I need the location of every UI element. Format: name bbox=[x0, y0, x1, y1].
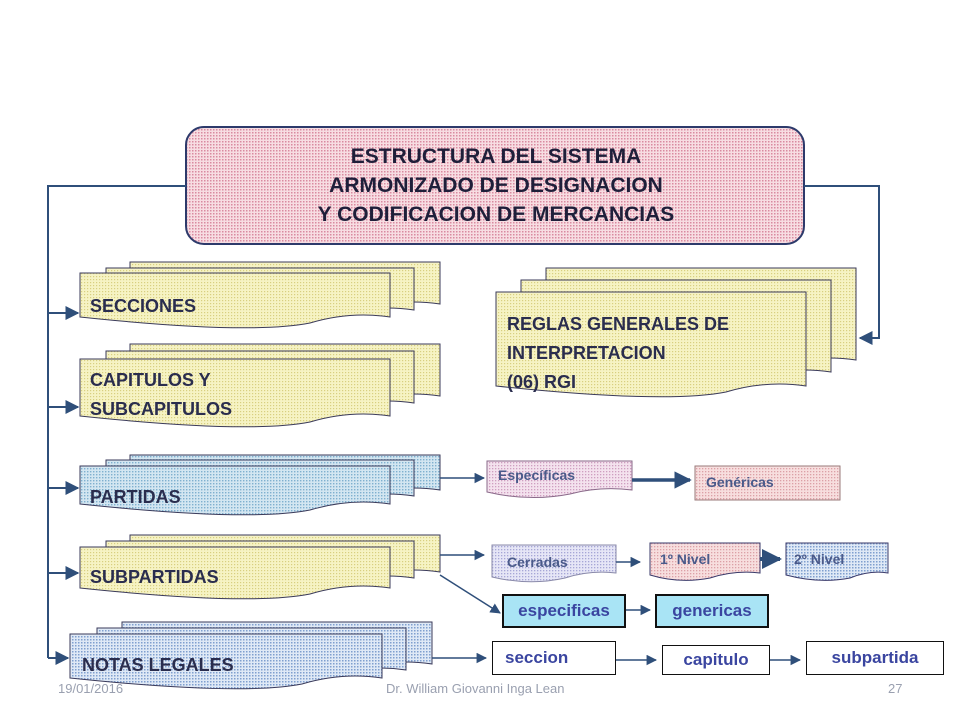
notas-stack bbox=[69, 621, 433, 690]
notas-flow bbox=[432, 652, 802, 666]
subpartidas-flow bbox=[439, 542, 889, 616]
capitulo-box-label: capitulo bbox=[683, 650, 749, 669]
partidas-label: PARTIDAS bbox=[90, 487, 181, 507]
genericas-box-label: genericas bbox=[672, 601, 752, 620]
genericas-box: genericas bbox=[655, 594, 769, 628]
secciones-label: SECCIONES bbox=[90, 296, 197, 316]
genericas-label: Genéricas bbox=[706, 474, 774, 490]
footer-page-number: 27 bbox=[888, 681, 903, 696]
capitulo-box: capitulo bbox=[662, 645, 770, 675]
right-connector bbox=[804, 185, 880, 345]
capitulos-label-line2: SUBCAPITULOS bbox=[90, 399, 233, 419]
title-line-1: ESTRUCTURA DEL SISTEMA bbox=[350, 145, 642, 168]
primer-nivel-label: 1º Nivel bbox=[660, 551, 711, 567]
capitulos-stack bbox=[79, 343, 441, 428]
left-connector bbox=[47, 185, 186, 665]
footer-author: Dr. William Giovanni Inga Lean bbox=[386, 681, 565, 696]
especificas-box-label: especificas bbox=[518, 601, 610, 620]
rgi-label-line2: INTERPRETACION bbox=[507, 343, 666, 363]
notas-legales-label: NOTAS LEGALES bbox=[82, 655, 234, 675]
rgi-label-line1: REGLAS GENERALES DE bbox=[507, 314, 730, 334]
title-line-2: ARMONIZADO DE DESIGNACION bbox=[329, 174, 663, 197]
partidas-flow bbox=[440, 460, 841, 501]
especificas-label: Específicas bbox=[498, 467, 576, 483]
especificas-box: especificas bbox=[502, 594, 626, 628]
partidas-stack bbox=[79, 454, 441, 516]
subpartida-box-label: subpartida bbox=[831, 648, 919, 667]
seccion-box: seccion bbox=[492, 641, 616, 675]
secciones-stack bbox=[79, 261, 441, 329]
rgi-stack bbox=[495, 267, 857, 398]
subpartidas-label: SUBPARTIDAS bbox=[90, 567, 219, 587]
rgi-label-line3: (06) RGI bbox=[507, 372, 577, 392]
seccion-box-label: seccion bbox=[505, 648, 569, 667]
title-line-3: Y CODIFICACION DE MERCANCIAS bbox=[317, 203, 675, 226]
subpartidas-stack bbox=[79, 534, 441, 600]
segundo-nivel-label: 2º Nivel bbox=[794, 551, 845, 567]
subpartida-box: subpartida bbox=[806, 641, 944, 675]
capitulos-label-line1: CAPITULOS Y bbox=[90, 370, 211, 390]
cerradas-label: Cerradas bbox=[507, 554, 568, 570]
diagram-title: ESTRUCTURA DEL SISTEMA ARMONIZADO DE DES… bbox=[190, 142, 802, 229]
footer-date: 19/01/2016 bbox=[58, 681, 124, 696]
